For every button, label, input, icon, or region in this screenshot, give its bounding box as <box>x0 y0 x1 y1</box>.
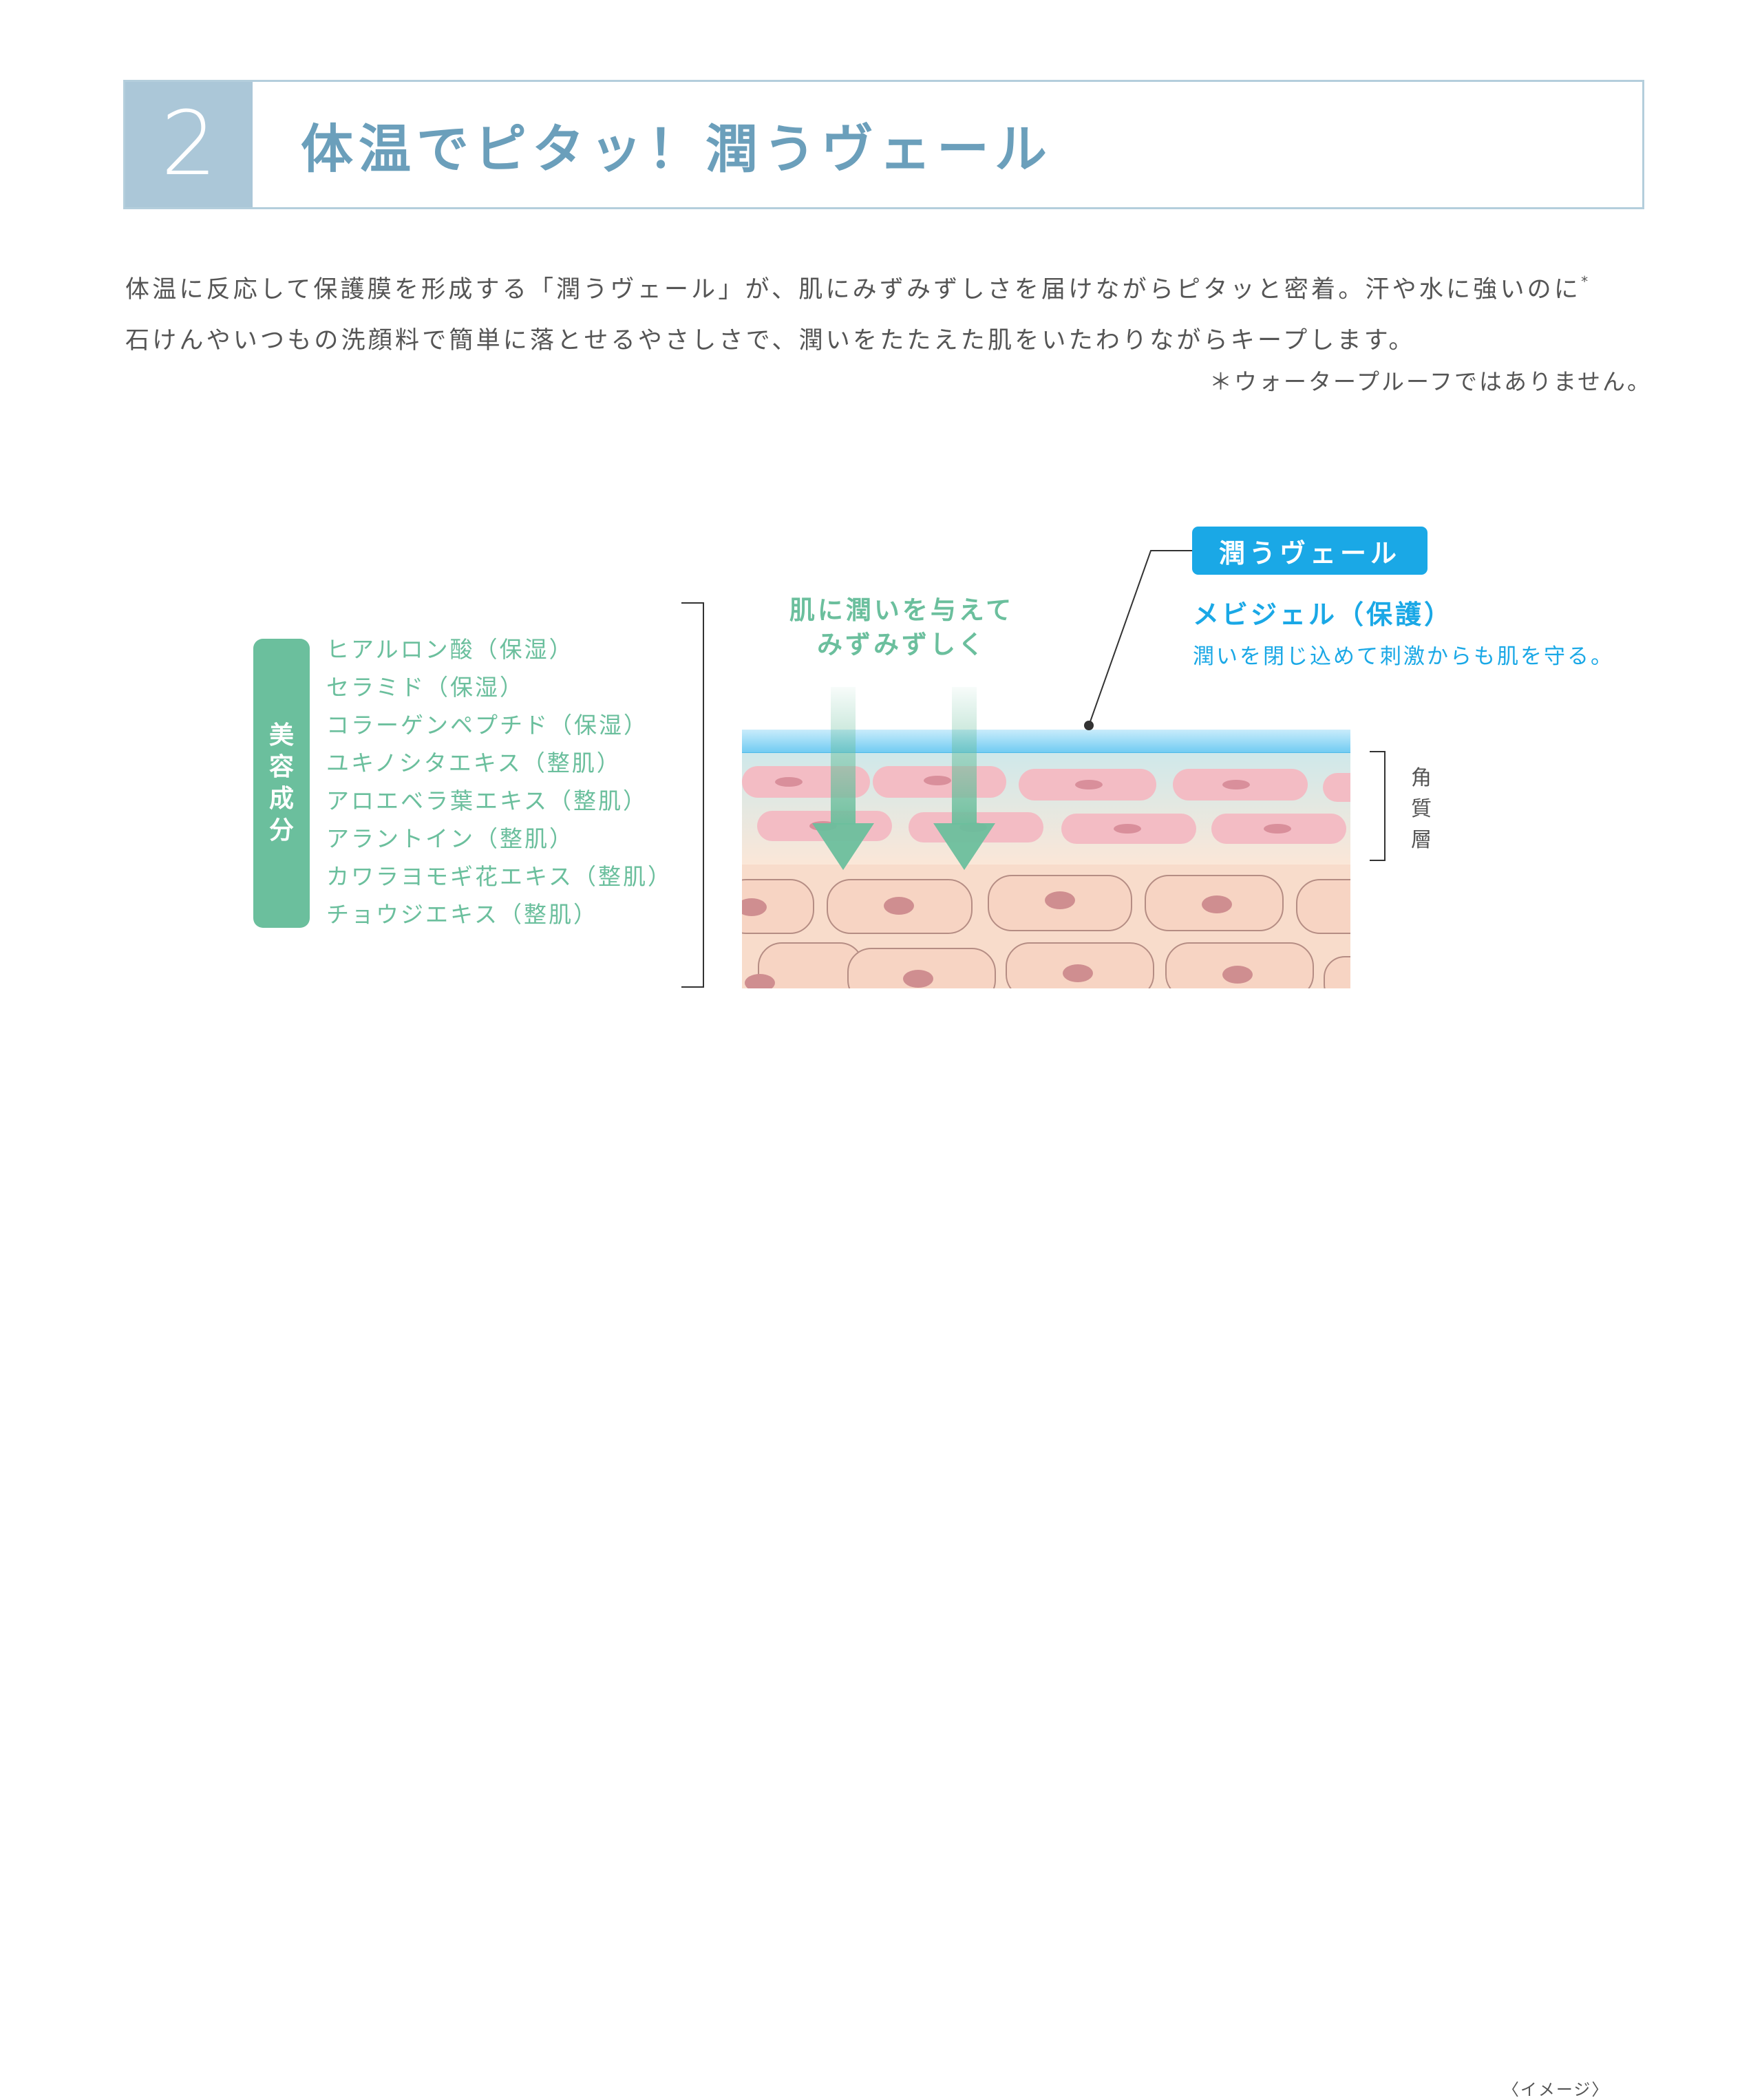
ingredients-list: ヒアルロン酸（保湿） セラミド（保湿） コラーゲンペプチド（保湿） ユキノシタエ… <box>326 630 672 933</box>
ingredients-label: 美 容 成 分 <box>253 639 310 928</box>
layer-label-char: 角 <box>1411 766 1432 790</box>
ingredient-item: アロエベラ葉エキス（整肌） <box>326 787 648 814</box>
ingredients-bracket <box>681 602 704 988</box>
layer-label-char: 層 <box>1411 828 1432 852</box>
body-paragraph: 体温に反応して保護膜を形成する「潤うヴェール」が、肌にみずみずしさを届けながらピ… <box>125 256 1660 366</box>
section-title: 体温でピタッ！潤うヴェール <box>301 118 1052 180</box>
ingredients-label-char: 成 <box>268 785 294 813</box>
body-line-1-text: 体温に反応して保護膜を形成する「潤うヴェール」が、肌にみずみずしさを届けながらピ… <box>125 276 1582 304</box>
mebi-gel-title: メビジェル（保護） <box>1193 600 1454 630</box>
section-header: 2 体温でピタッ！潤うヴェール <box>123 80 1644 209</box>
ingredient-item: チョウジエキス（整肌） <box>326 901 599 928</box>
footnote: ＊ウォータープルーフではありません。 <box>1209 368 1652 395</box>
ingredient-item: セラミド（保湿） <box>326 674 524 701</box>
layer-label-char: 質 <box>1411 797 1432 821</box>
ingredient-item: コラーゲンペプチド（保湿） <box>326 712 648 739</box>
layer-bracket <box>1370 751 1386 861</box>
ingredients-label-char: 美 <box>268 721 294 750</box>
stratum-corneum-label: 角 質 層 <box>1408 763 1435 856</box>
skin-layers <box>742 730 1350 988</box>
image-caption: 〈イメージ〉 <box>1502 2080 1610 2099</box>
ingredient-item: カワラヨモギ花エキス（整肌） <box>326 863 673 890</box>
ingredient-item: ユキノシタエキス（整肌） <box>326 750 622 776</box>
moisture-arrows <box>812 687 995 870</box>
arrow-caption: 肌に潤いを与えて みずみずしく <box>778 593 1026 662</box>
arrow-caption-line-2: みずみずしく <box>817 630 986 659</box>
mebi-gel-description: 潤いを閉じ込めて刺激からも肌を守る。 <box>1193 644 1614 669</box>
ingredients-label-char: 分 <box>268 816 294 845</box>
body-line-2: 石けんやいつもの洗顔料で簡単に落とせるやさしさで、潤いをたたえた肌をいたわりなが… <box>125 327 1416 354</box>
ingredient-item: アラントイン（整肌） <box>326 825 574 852</box>
section-number: 2 <box>125 82 253 207</box>
ingredient-item: ヒアルロン酸（保湿） <box>326 636 574 663</box>
skin-diagram <box>681 550 1386 988</box>
veil-leader-line <box>1088 550 1192 726</box>
horny-cell <box>1323 773 1350 802</box>
veil-badge: 潤うヴェール <box>1192 527 1427 575</box>
body-line-1: 体温に反応して保護膜を形成する「潤うヴェール」が、肌にみずみずしさを届けながらピ… <box>125 256 1660 315</box>
arrow-caption-line-1: 肌に潤いを与えて <box>789 595 1015 625</box>
footnote-mark: * <box>1581 273 1589 290</box>
ingredients-label-char: 容 <box>268 753 294 781</box>
